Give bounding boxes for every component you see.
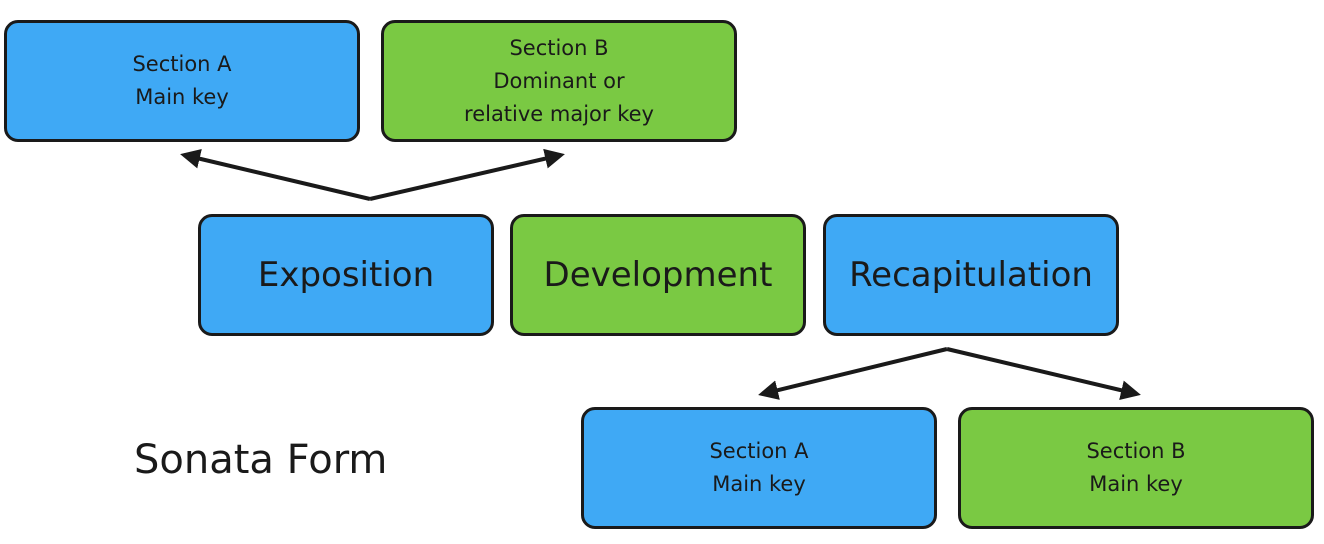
development-label: Development: [543, 255, 773, 295]
recapitulation-section-a-box: Section A Main key: [581, 407, 937, 529]
development-box: Development: [510, 214, 806, 336]
exposition-section-b-title: Section B: [509, 35, 609, 60]
recapitulation-box: Recapitulation: [823, 214, 1119, 336]
recapitulation-section-b-box: Section B Main key: [958, 407, 1314, 529]
exposition-section-b-key-line-2: relative major key: [464, 101, 654, 126]
exposition-section-b-box: Section B Dominant or relative major key: [381, 20, 737, 142]
recapitulation-section-b-title: Section B: [1086, 439, 1186, 463]
arrow-exposition-to-section-b: [369, 148, 565, 201]
exposition-label: Exposition: [257, 255, 435, 295]
exposition-section-a-box: Section A Main key: [4, 20, 360, 142]
recapitulation-section-a-key: Main key: [712, 472, 806, 496]
exposition-section-b-key-line-1: Dominant or: [493, 68, 625, 93]
recapitulation-section-b-key: Main key: [1089, 472, 1183, 496]
recapitulation-label: Recapitulation: [849, 255, 1093, 295]
exposition-box: Exposition: [198, 214, 494, 336]
arrow-exposition-to-section-a: [180, 148, 371, 201]
exposition-section-a-key: Main key: [135, 85, 229, 109]
diagram-title: Sonata Form: [134, 437, 388, 483]
arrow-recap-to-section-a: [758, 347, 948, 400]
recapitulation-section-a-title: Section A: [709, 439, 809, 463]
arrow-recap-to-section-b: [946, 347, 1141, 401]
exposition-section-a-title: Section A: [132, 52, 232, 76]
